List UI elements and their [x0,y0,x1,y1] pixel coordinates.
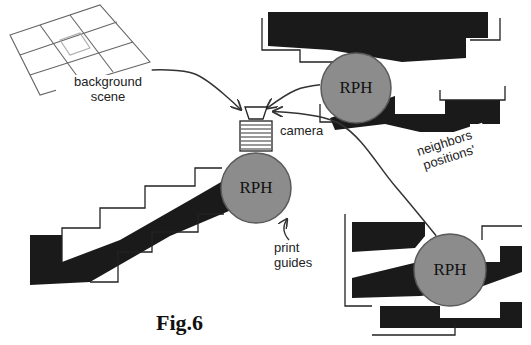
part-label: camera [280,124,323,139]
camera-symbol: camera [238,106,274,152]
edge-label: neighbors positions' [402,123,492,179]
print-head-circle: RPH [413,233,487,307]
print-structure [30,168,236,285]
print-head-circle: RPH [220,152,292,224]
node-label: RPH [339,78,372,98]
arrow-connector [267,85,320,108]
arrow-connector [152,70,241,110]
node-label: RPH [433,260,466,280]
node-label: RPH [239,178,272,198]
figure-caption: Fig.6 [156,310,203,336]
callout-label: print guides [272,241,322,271]
background-scene: background scene [56,70,160,110]
camera-icon [238,106,274,152]
part-label: background scene [56,75,160,105]
leader-arrow [284,219,289,240]
print-head-circle: RPH [320,52,392,124]
